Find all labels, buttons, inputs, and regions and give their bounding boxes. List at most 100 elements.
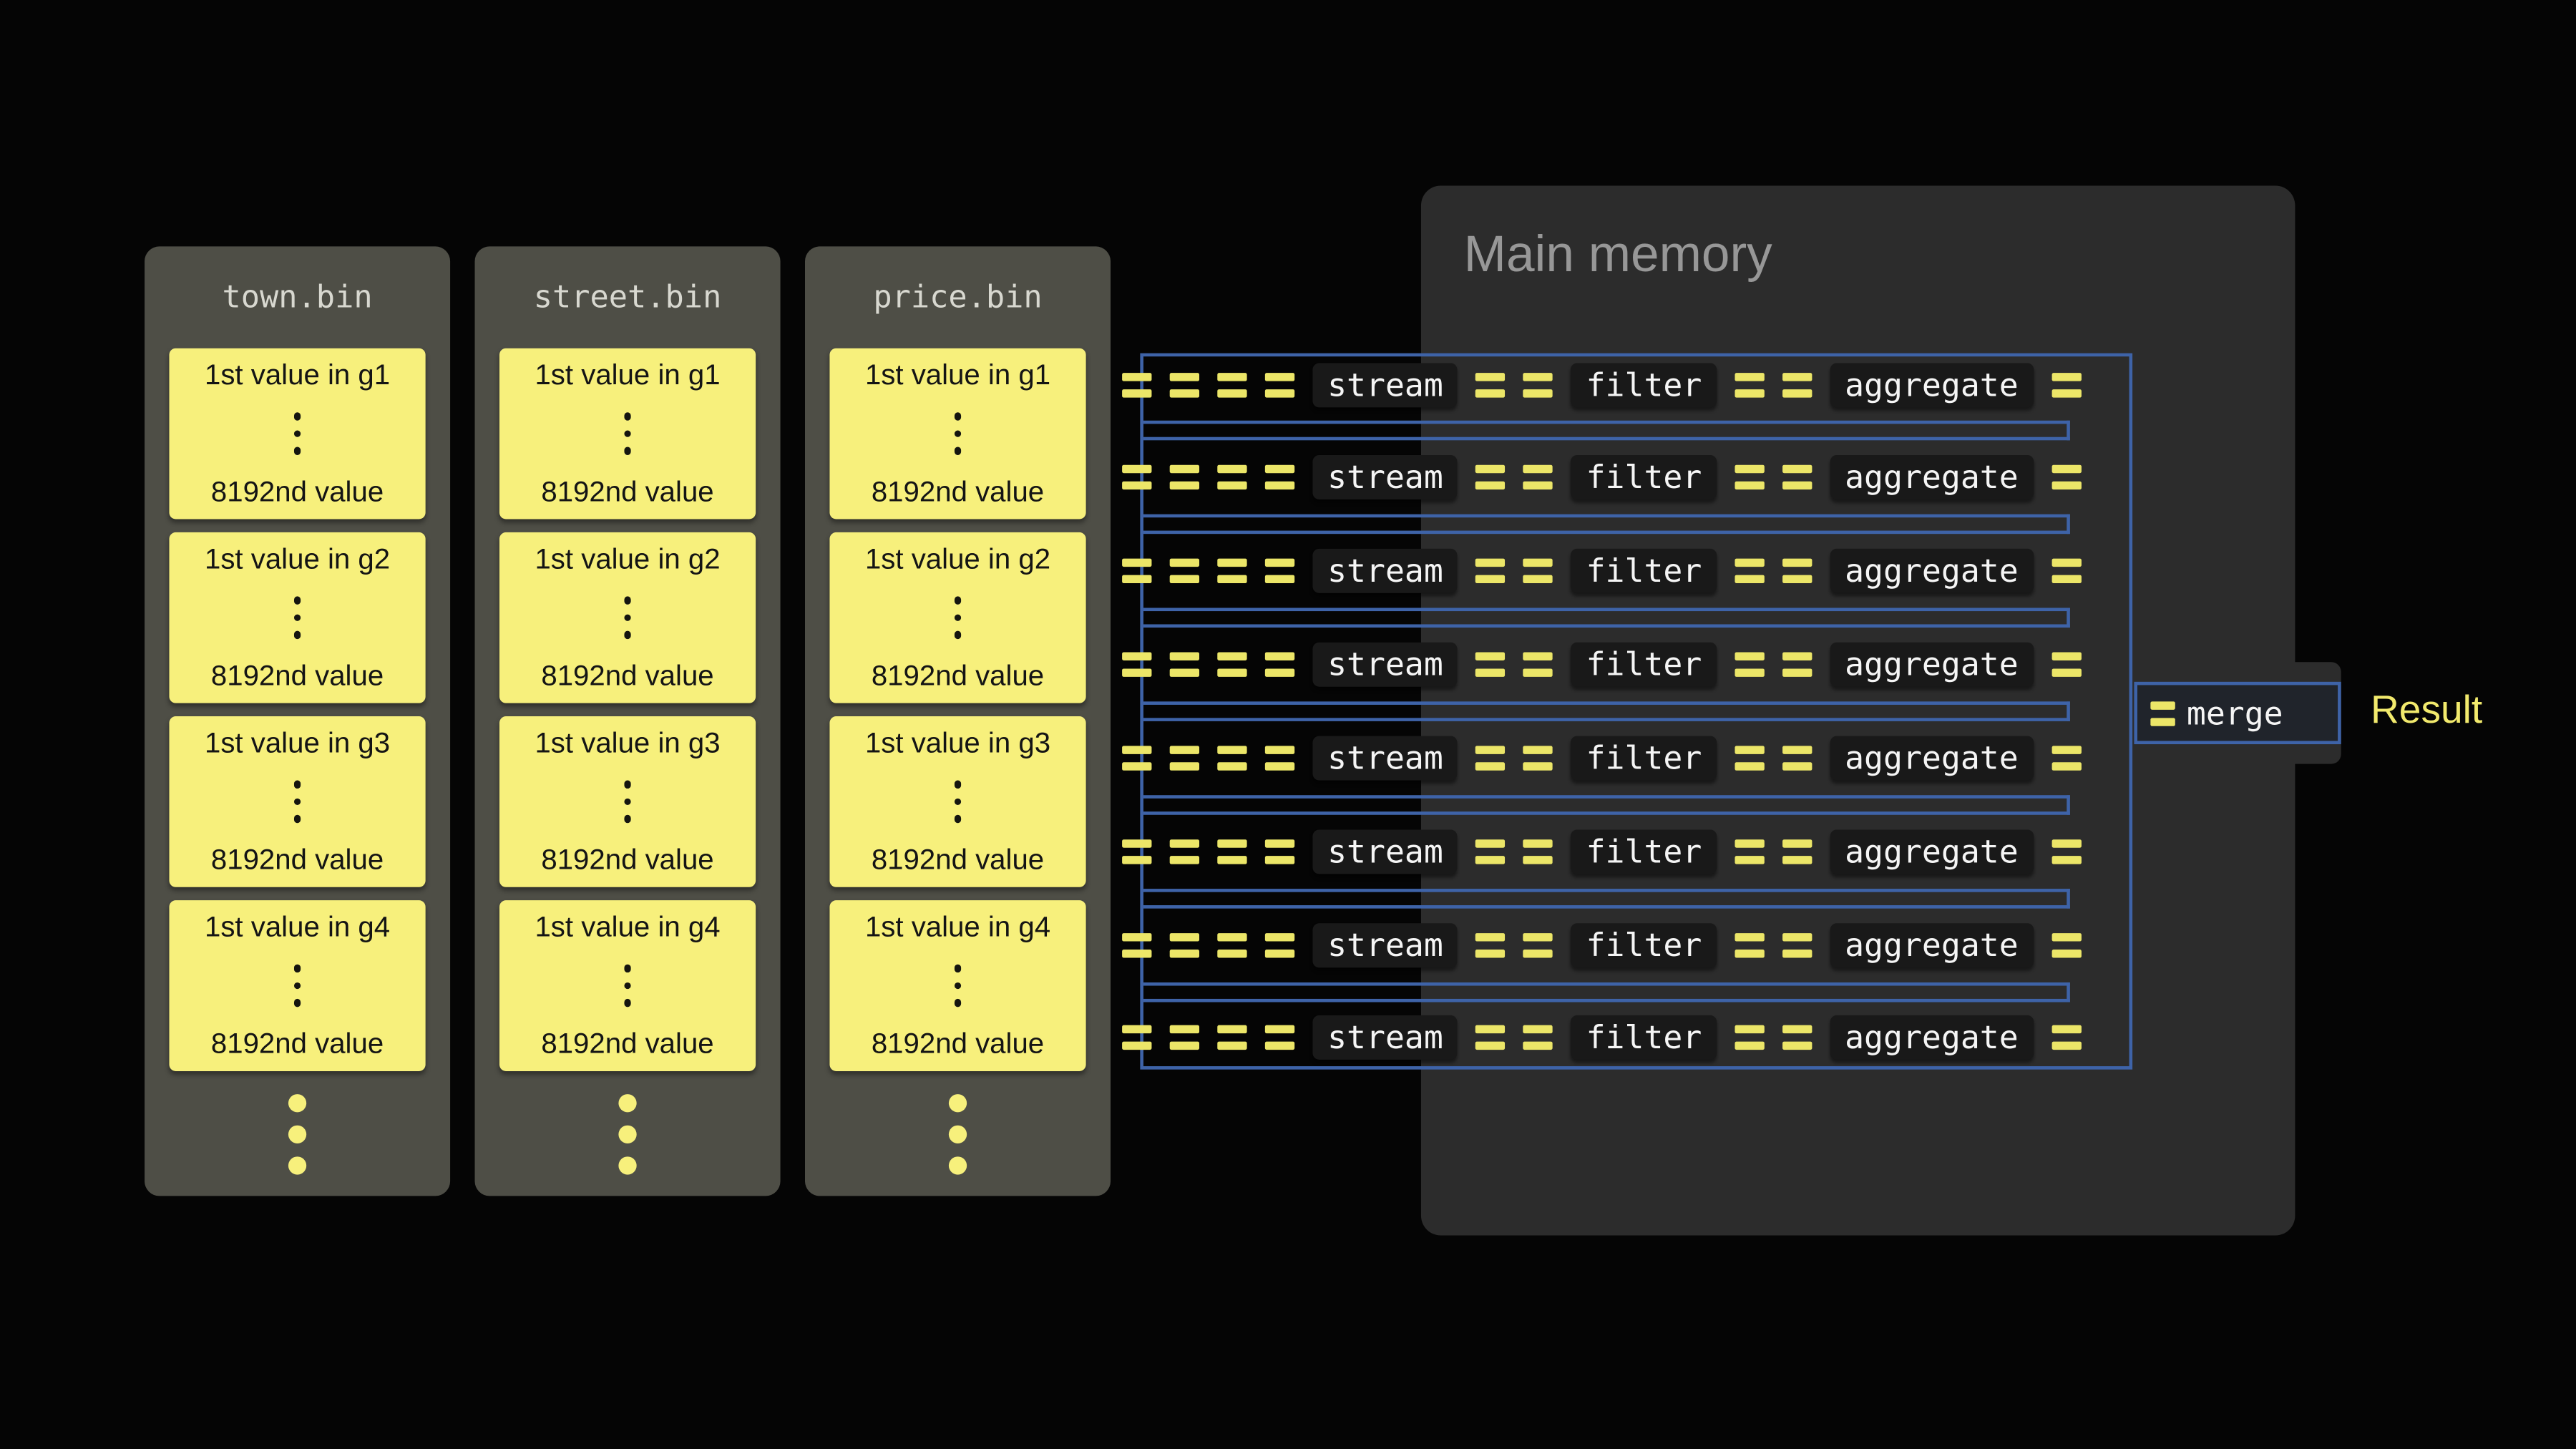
flow-dash	[1476, 653, 1506, 677]
flow-dash	[1476, 746, 1506, 770]
value-group-box: 1st value in g4 8192nd value	[169, 900, 425, 1071]
flow-dash	[2051, 466, 2081, 490]
flow-dash	[1170, 932, 1199, 957]
flow-dash	[1265, 653, 1294, 677]
flow-dash	[1265, 372, 1294, 396]
last-value-label: 8192nd value	[211, 660, 384, 691]
value-group-box: 1st value in g1 8192nd value	[169, 348, 425, 519]
value-group-box: 1st value in g3 8192nd value	[499, 716, 756, 887]
flow-dash	[1523, 839, 1553, 864]
flow-dash	[1476, 372, 1506, 396]
flow-dash	[2051, 559, 2081, 583]
flow-dash	[2051, 932, 2081, 957]
flow-dash	[1217, 1026, 1246, 1050]
stage-filter: filter	[1571, 456, 1717, 500]
first-value-label: 1st value in g4	[205, 912, 390, 943]
flow-dash	[1735, 839, 1764, 864]
vertical-ellipsis	[293, 781, 301, 823]
last-value-label: 8192nd value	[211, 1028, 384, 1060]
flow-dash	[1122, 839, 1151, 864]
pipeline-connector	[1143, 421, 2070, 441]
stage-aggregate: aggregate	[1830, 829, 2033, 874]
vertical-ellipsis	[624, 597, 631, 639]
flow-dash	[1265, 466, 1294, 490]
value-group-box: 1st value in g4 8192nd value	[829, 900, 1085, 1071]
stage-stream: stream	[1312, 549, 1458, 593]
vertical-ellipsis	[624, 781, 631, 823]
flow-dash	[1122, 653, 1151, 677]
flow-dash	[1170, 653, 1199, 677]
first-value-label: 1st value in g4	[865, 912, 1050, 943]
merge-label: merge	[2187, 694, 2283, 732]
first-value-label: 1st value in g2	[865, 544, 1050, 575]
flow-dash	[1170, 746, 1199, 770]
last-value-label: 8192nd value	[211, 476, 384, 507]
flow-dash	[2051, 1026, 2081, 1050]
flow-dash	[1476, 466, 1506, 490]
flow-dash	[1217, 746, 1246, 770]
flow-dash	[2051, 372, 2081, 396]
flow-dash	[1217, 932, 1246, 957]
flow-dash	[1523, 1026, 1553, 1050]
flow-dash	[1217, 372, 1246, 396]
result-label: Result	[2371, 688, 2482, 734]
flow-dash	[1217, 559, 1246, 583]
flow-dash	[1476, 559, 1506, 583]
flow-dash	[1265, 839, 1294, 864]
vertical-ellipsis	[954, 781, 961, 823]
pipeline-row-8: streamfilteraggregate	[1122, 1016, 2081, 1060]
stage-aggregate: aggregate	[1830, 736, 2033, 780]
pipeline-row-6: streamfilteraggregate	[1122, 829, 2081, 874]
vertical-ellipsis	[293, 965, 301, 1007]
stage-filter: filter	[1571, 1016, 1717, 1060]
flow-dash	[1735, 746, 1764, 770]
value-group-box: 1st value in g28192nd value	[499, 532, 756, 703]
stage-filter: filter	[1571, 362, 1717, 406]
flow-dash	[1170, 839, 1199, 864]
stage-stream: stream	[1312, 362, 1458, 406]
flow-dash	[1170, 466, 1199, 490]
flow-dash	[1782, 653, 1812, 677]
stage-aggregate: aggregate	[1830, 643, 2033, 687]
pipeline-connector	[1143, 795, 2070, 815]
flow-dash	[1523, 653, 1553, 677]
vertical-ellipsis	[624, 965, 631, 1007]
file-name-label: street.bin	[499, 246, 756, 348]
first-value-label: 1st value in g3	[535, 728, 720, 759]
more-groups-ellipsis	[288, 1094, 306, 1175]
pipeline-connector	[1143, 888, 2070, 908]
pipeline-row-3: streamfilteraggregate	[1122, 549, 2081, 593]
file-name-label: price.bin	[829, 246, 1085, 348]
vertical-ellipsis	[293, 413, 301, 455]
stage-aggregate: aggregate	[1830, 922, 2033, 967]
flow-dash	[1265, 746, 1294, 770]
flow-dash	[1523, 559, 1553, 583]
stage-aggregate: aggregate	[1830, 362, 2033, 406]
flow-dash	[1217, 839, 1246, 864]
flow-dash	[1782, 559, 1812, 583]
flow-dash	[1782, 839, 1812, 864]
last-value-label: 8192nd value	[872, 1028, 1044, 1060]
pipeline-row-1: stream filter aggregate	[1122, 362, 2081, 406]
pipeline-row-7: streamfilteraggregate	[1122, 922, 2081, 967]
value-group-box: 1st value in g18192nd value	[829, 348, 1085, 519]
more-groups-ellipsis	[949, 1094, 967, 1175]
flow-dash	[2051, 746, 2081, 770]
flow-dash	[1170, 559, 1199, 583]
vertical-ellipsis	[954, 413, 961, 455]
pipeline-connector	[1143, 701, 2070, 721]
flow-dash	[1170, 372, 1199, 396]
file-column-town-bin: town.bin1st value in g18192nd value1st v…	[145, 246, 450, 1196]
last-value-label: 8192nd value	[541, 844, 713, 876]
flow-dash	[1735, 932, 1764, 957]
file-column-street-bin: street.bin1st value in g18192nd value1st…	[475, 246, 781, 1196]
value-group-box: 1st value in g28192nd value	[829, 532, 1085, 703]
vertical-ellipsis	[954, 597, 961, 639]
value-group-box: 1st value in g38192nd value	[169, 716, 425, 887]
stage-stream: stream	[1312, 829, 1458, 874]
flow-dash	[1523, 466, 1553, 490]
flow-dash	[1217, 653, 1246, 677]
flow-dash	[1523, 372, 1553, 396]
first-value-label: 1st value in g1	[205, 360, 390, 391]
flow-dash	[1122, 1026, 1151, 1050]
